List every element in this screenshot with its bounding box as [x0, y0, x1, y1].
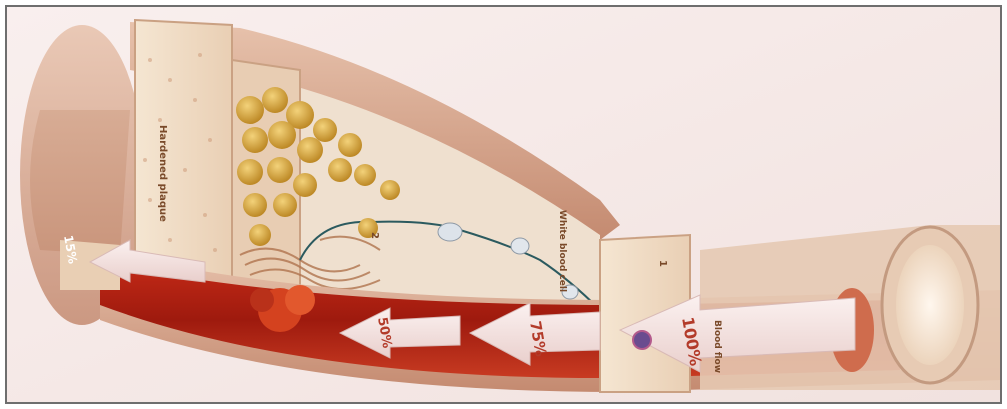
- marker-1: 1: [657, 260, 668, 267]
- blood-flow-label: Blood flow: [712, 320, 722, 373]
- white-blood-cell-icon: [438, 223, 462, 241]
- marker-2: 2: [369, 232, 380, 239]
- plaque-label: Hardened plaque: [157, 125, 168, 222]
- white-blood-cell-label: White blood cell: [557, 210, 567, 292]
